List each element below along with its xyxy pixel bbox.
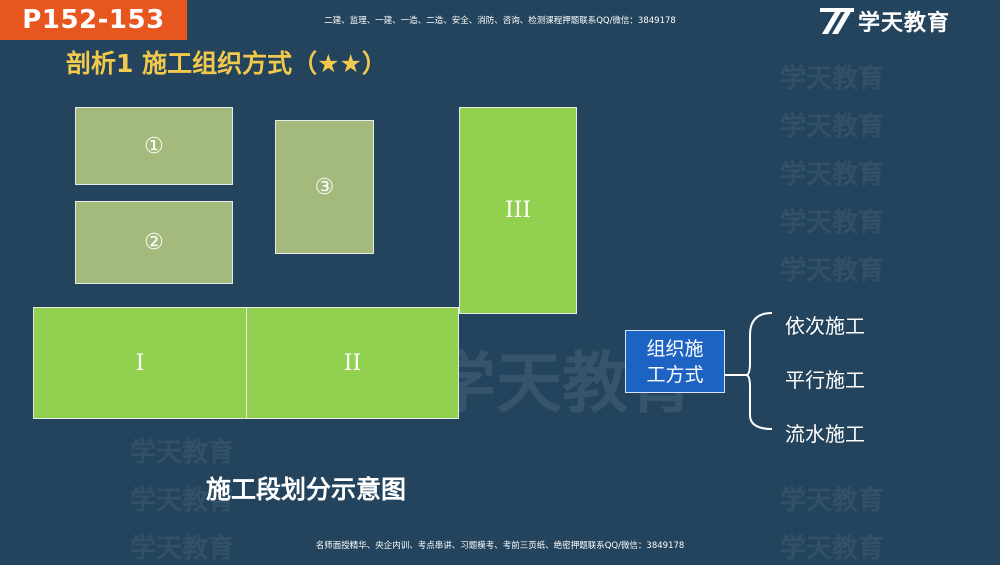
brace-connector	[724, 312, 773, 430]
section-title: 剖析1 施工组织方式（★★）	[66, 49, 387, 78]
brand-mark-icon	[820, 8, 854, 34]
watermark: 学天教育	[780, 208, 885, 238]
segment-box-1: ①	[75, 107, 233, 185]
segment-box-I: I	[33, 307, 247, 419]
segment-box-3: ③	[275, 120, 374, 254]
page-number-tag: P152-153	[0, 0, 187, 40]
tree-root-line: 组织施	[646, 337, 704, 360]
watermark: 学天教育	[780, 112, 885, 142]
segment-label: ③	[314, 174, 335, 200]
segment-label: ①	[144, 133, 164, 159]
segment-box-II: II	[246, 307, 459, 419]
watermark: 学天教育	[780, 64, 885, 94]
watermark: 学天教育	[130, 438, 235, 468]
watermark: 学天教育	[780, 534, 885, 564]
segment-label: ②	[144, 230, 164, 255]
segment-label: I	[135, 350, 145, 376]
header-contact-note: 二建、监理、一建、一造、二造、安全、消防、咨询、检测课程押题联系QQ/微信：38…	[324, 16, 676, 26]
brand-name: 学天教育	[858, 11, 951, 36]
footer-contact-note: 名师面授精华、央企内训、考点串讲、习题模考、考前三页纸、绝密押题联系QQ/微信：…	[315, 541, 685, 551]
tree-root-line: 工方式	[646, 363, 704, 386]
watermark: 学天教育	[130, 534, 235, 564]
watermark: 学天教育	[780, 256, 885, 286]
segment-label: III	[504, 198, 532, 223]
segment-box-2: ②	[75, 201, 233, 284]
watermark: 学天教育	[780, 160, 885, 190]
brand-logo: 学天教育	[820, 4, 950, 38]
tree-branch-parallel: 平行施工	[785, 368, 865, 392]
tree-branch-flow: 流水施工	[785, 422, 865, 446]
tree-branch-sequential: 依次施工	[785, 314, 865, 338]
watermark: 学天教育	[780, 486, 885, 516]
diagram-caption: 施工段划分示意图	[206, 475, 407, 504]
segment-box-III: III	[459, 107, 577, 314]
tree-root-box: 组织施 工方式	[625, 330, 725, 393]
segment-label: II	[343, 350, 362, 376]
